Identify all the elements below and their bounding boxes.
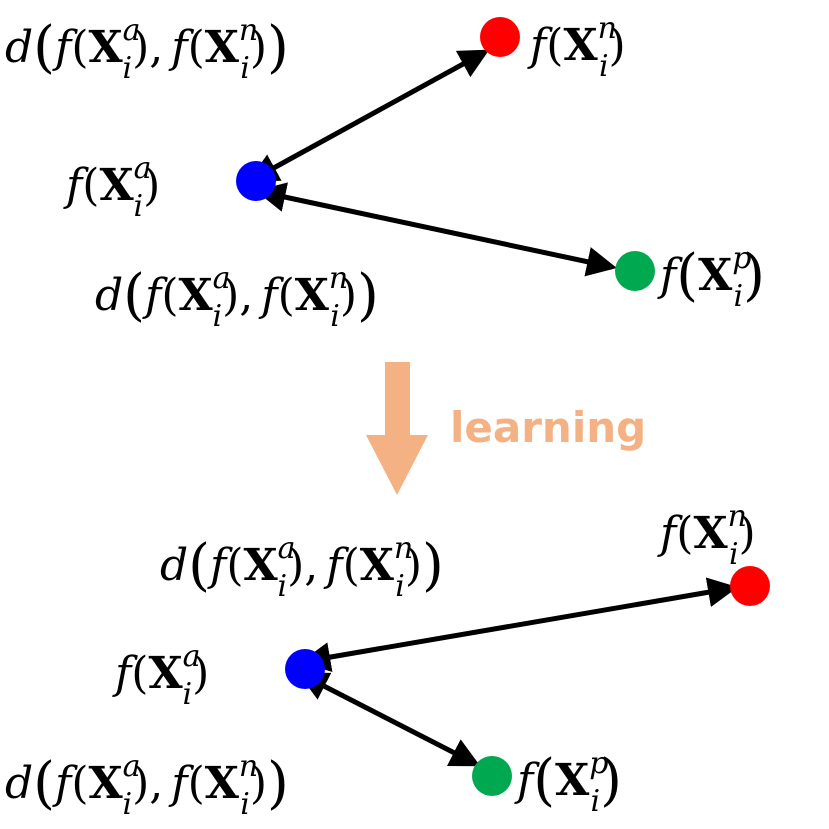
edge-anchor-positive-before <box>255 182 617 277</box>
learning-transition: learning <box>366 362 646 495</box>
edge-anchor-negative-before <box>248 49 490 183</box>
learning-label: learning <box>450 403 646 452</box>
learning-arrow-icon <box>366 362 428 495</box>
edge-anchor-positive-after <box>297 672 481 767</box>
negative-node-before <box>480 17 520 57</box>
negative-node-after <box>730 566 770 606</box>
positive-node-before <box>615 251 655 291</box>
anchor-node-before <box>236 161 276 201</box>
positive-node-after <box>472 756 512 796</box>
edge-anchor-negative-after <box>300 577 738 672</box>
anchor-node-after <box>285 649 325 689</box>
